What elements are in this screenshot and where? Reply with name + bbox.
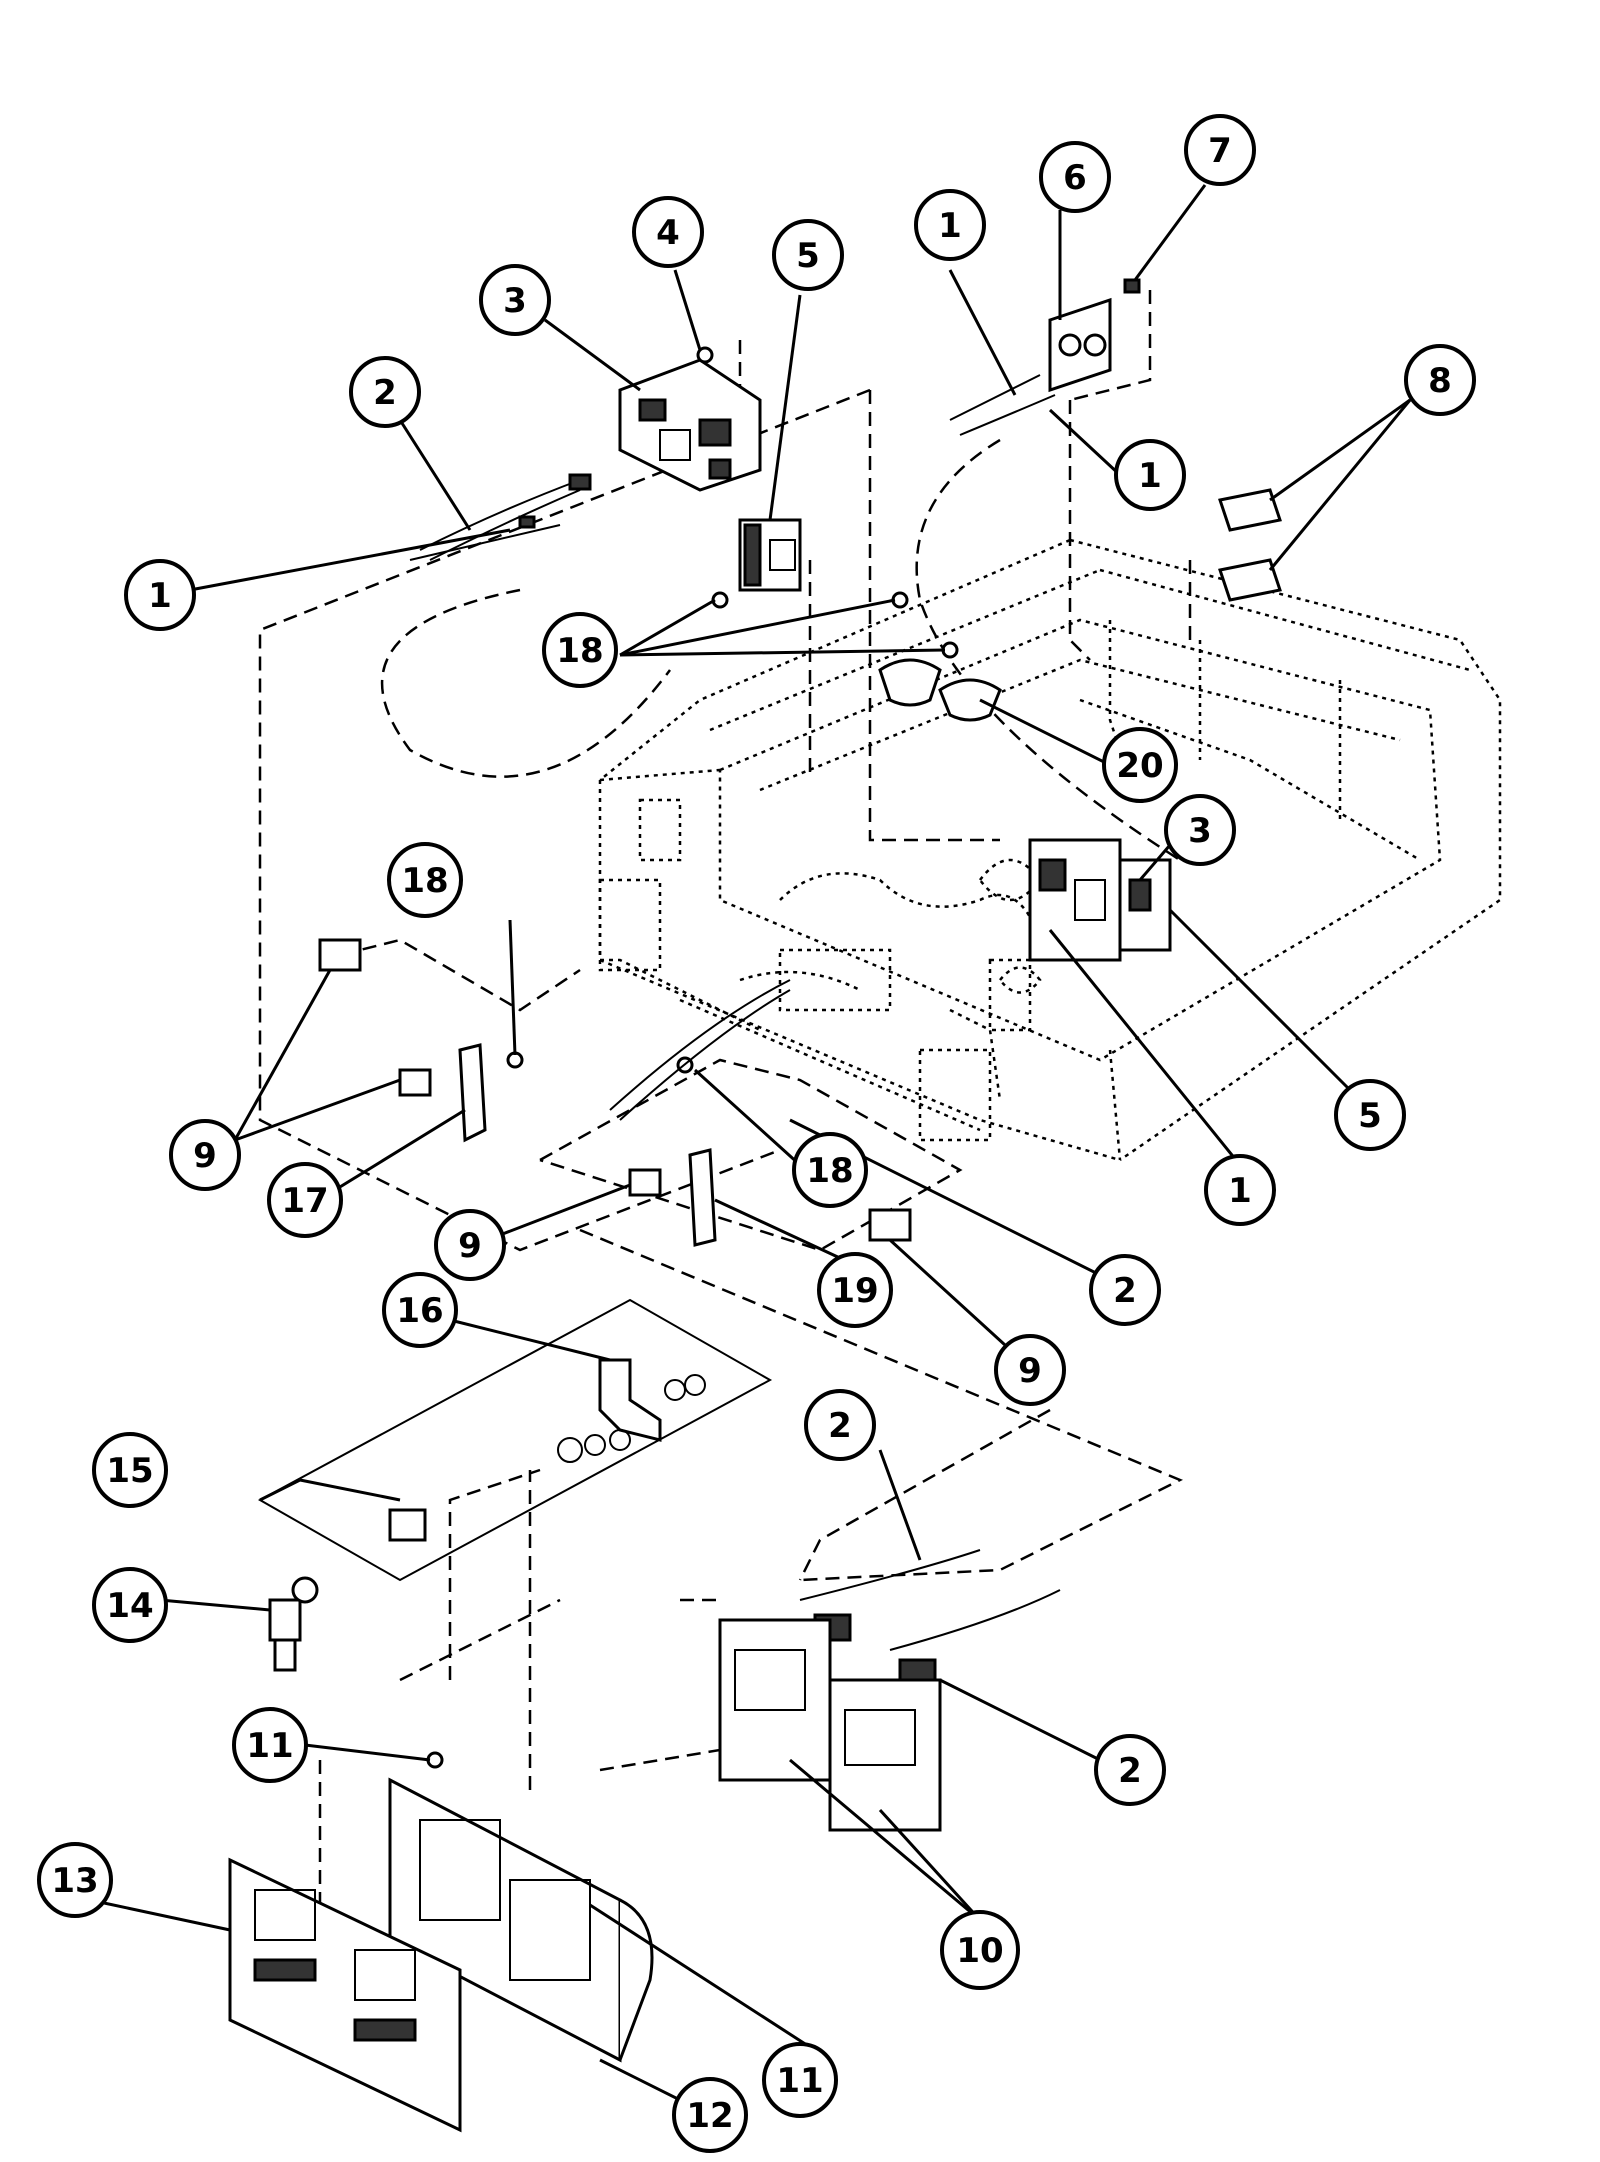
callout-2b: 2: [1089, 1254, 1161, 1326]
key-part: [268, 1576, 319, 1672]
callout-label: 20: [1116, 746, 1163, 786]
callout-5b: 5: [1334, 1079, 1406, 1151]
callout-2d: 2: [1094, 1734, 1166, 1806]
callout-label: 2: [828, 1406, 852, 1446]
callout-1d: 1: [1204, 1154, 1276, 1226]
callout-12: 12: [672, 2077, 748, 2153]
callout-label: 12: [686, 2096, 733, 2136]
callout-label: 1: [1138, 456, 1162, 496]
callout-17: 17: [267, 1162, 343, 1238]
plate-part: [1048, 297, 1112, 393]
callout-13: 13: [37, 1842, 113, 1918]
overlay-panel-part: [228, 1857, 462, 2133]
connector-part: [1218, 488, 1282, 602]
bracket-17-part: [458, 1043, 487, 1143]
bracket-part: [878, 658, 1002, 722]
harness-lower-part: [799, 1549, 981, 1601]
callout-label: 1: [1228, 1171, 1252, 1211]
module-part: [738, 518, 802, 592]
callout-20: 20: [1102, 727, 1178, 803]
callout-label: 2: [1113, 1271, 1137, 1311]
callout-label: 9: [193, 1136, 217, 1176]
callout-label: 7: [1208, 131, 1232, 171]
callout-6: 6: [1039, 141, 1111, 213]
callout-9a: 9: [169, 1119, 241, 1191]
callout-label: 9: [1018, 1351, 1042, 1391]
callout-9b: 9: [434, 1209, 506, 1281]
callout-label: 18: [556, 631, 603, 671]
callout-label: 3: [1188, 811, 1212, 851]
bracket-19-part: [688, 1148, 717, 1247]
callout-3b: 3: [1164, 794, 1236, 866]
callout-label: 18: [401, 861, 448, 901]
callout-16: 16: [382, 1272, 458, 1348]
leader-lines: [89, 184, 1412, 2112]
callout-label: 19: [831, 1271, 878, 1311]
callout-label: 8: [1428, 361, 1452, 401]
callout-5a: 5: [772, 219, 844, 291]
callout-label: 3: [503, 281, 527, 321]
callout-label: 2: [373, 373, 397, 413]
callout-label: 1: [148, 576, 172, 616]
cabinet-outline: [598, 538, 1502, 1162]
callout-label: 6: [1063, 158, 1087, 198]
callout-7: 7: [1184, 114, 1256, 186]
control-module-part: [718, 1618, 942, 1832]
callout-2a: 2: [349, 356, 421, 428]
harness-center-part: [609, 979, 791, 1111]
callout-4: 4: [632, 196, 704, 268]
callout-label: 15: [106, 1451, 153, 1491]
relay-assembly-right-part: [1028, 838, 1172, 962]
cable-clip-part: [557, 1358, 706, 1463]
wire-lead-part: [409, 515, 561, 561]
callout-label: 9: [458, 1226, 482, 1266]
callout-11b: 11: [762, 2042, 838, 2118]
callout-3a: 3: [479, 264, 551, 336]
callout-label: 13: [51, 1861, 98, 1901]
callout-label: 16: [396, 1291, 443, 1331]
callout-18c: 18: [792, 1132, 868, 1208]
callout-1c: 1: [1114, 439, 1186, 511]
callout-label: 5: [1358, 1096, 1382, 1136]
callout-1a: 1: [124, 559, 196, 631]
wire-leads-part: [949, 374, 1056, 436]
callout-1b: 1: [914, 189, 986, 261]
callout-10: 10: [940, 1910, 1020, 1990]
callout-label: 14: [106, 1586, 153, 1626]
lock-part: [388, 1508, 427, 1542]
callout-label: 11: [246, 1726, 293, 1766]
callout-9c: 9: [994, 1334, 1066, 1406]
callout-label: 1: [938, 206, 962, 246]
callout-19: 19: [817, 1252, 893, 1328]
relay-board-part: [618, 358, 762, 492]
switch-part: [318, 938, 362, 972]
callout-label: 2: [1118, 1751, 1142, 1791]
callout-label: 10: [956, 1931, 1003, 1971]
callout-15: 15: [92, 1432, 168, 1508]
callout-8: 8: [1404, 344, 1476, 416]
callout-label: 4: [656, 213, 680, 253]
callout-2c: 2: [804, 1389, 876, 1461]
callout-label: 11: [776, 2061, 823, 2101]
callout-14: 14: [92, 1567, 168, 1643]
kit-outline: [257, 1298, 773, 1582]
harness-top-part: [419, 473, 592, 561]
callout-11a: 11: [232, 1707, 308, 1783]
callout-label: 17: [281, 1181, 328, 1221]
callout-label: 5: [796, 236, 820, 276]
callout-18b: 18: [387, 842, 463, 918]
callout-18a: 18: [542, 612, 618, 688]
callout-label: 18: [806, 1151, 853, 1191]
